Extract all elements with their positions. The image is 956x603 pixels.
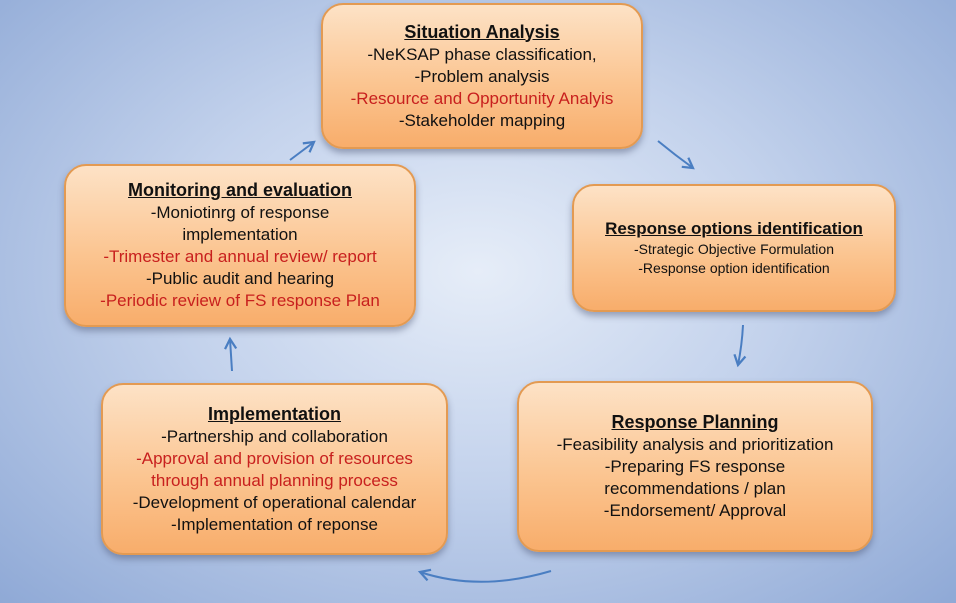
box-line: -Public audit and hearing [145, 269, 335, 288]
arrow-options-to-planning [733, 324, 747, 368]
arrow-implementation-to-monitoring [224, 336, 238, 372]
box-line: -Approval and provision of resources [136, 448, 413, 468]
response-options-box: Response options identification -Strateg… [572, 184, 896, 312]
response-planning-title: Response Planning [611, 412, 779, 432]
arrow-situation-to-options [657, 140, 695, 170]
box-line: through annual planning process [151, 470, 398, 490]
situation-analysis-box: Situation Analysis -NeKSAP phase classif… [321, 3, 643, 149]
implementation-box: Implementation -Partnership and collabor… [101, 383, 448, 555]
box-line: -Moniotinrg of response [150, 203, 330, 222]
box-line: -Resource and Opportunity Analyis [350, 88, 614, 108]
box-line: -Implementation of reponse [171, 514, 378, 534]
box-line: implementation [182, 225, 298, 244]
box-line: -Partnership and collaboration [161, 426, 388, 446]
monitoring-evaluation-box: Monitoring and evaluation -Moniotinrg of… [64, 164, 416, 327]
monitoring-evaluation-title: Monitoring and evaluation [128, 180, 352, 200]
box-line: -Stakeholder mapping [398, 110, 566, 130]
box-line: -Preparing FS response [604, 457, 786, 476]
box-line: -Feasibility analysis and prioritization [556, 435, 834, 454]
box-line: -Periodic review of FS response Plan [100, 291, 380, 310]
box-line: -Response option identification [638, 260, 830, 276]
arrow-planning-to-implementation [417, 568, 552, 583]
box-line: -Trimester and annual review/ report [103, 247, 377, 266]
implementation-title: Implementation [207, 403, 341, 424]
response-planning-box: Response Planning -Feasibility analysis … [517, 381, 873, 552]
box-line: -Development of operational calendar [132, 492, 417, 512]
response-options-title: Response options identification [605, 219, 863, 238]
box-line: -NeKSAP phase classification, [367, 44, 597, 64]
situation-analysis-title: Situation Analysis [404, 21, 560, 42]
arrow-monitoring-to-situation [289, 140, 316, 161]
box-line: -Endorsement/ Approval [603, 501, 787, 520]
box-line: recommendations / plan [604, 479, 786, 498]
box-line: -Problem analysis [414, 66, 550, 86]
box-line: -Strategic Objective Formulation [634, 241, 834, 257]
